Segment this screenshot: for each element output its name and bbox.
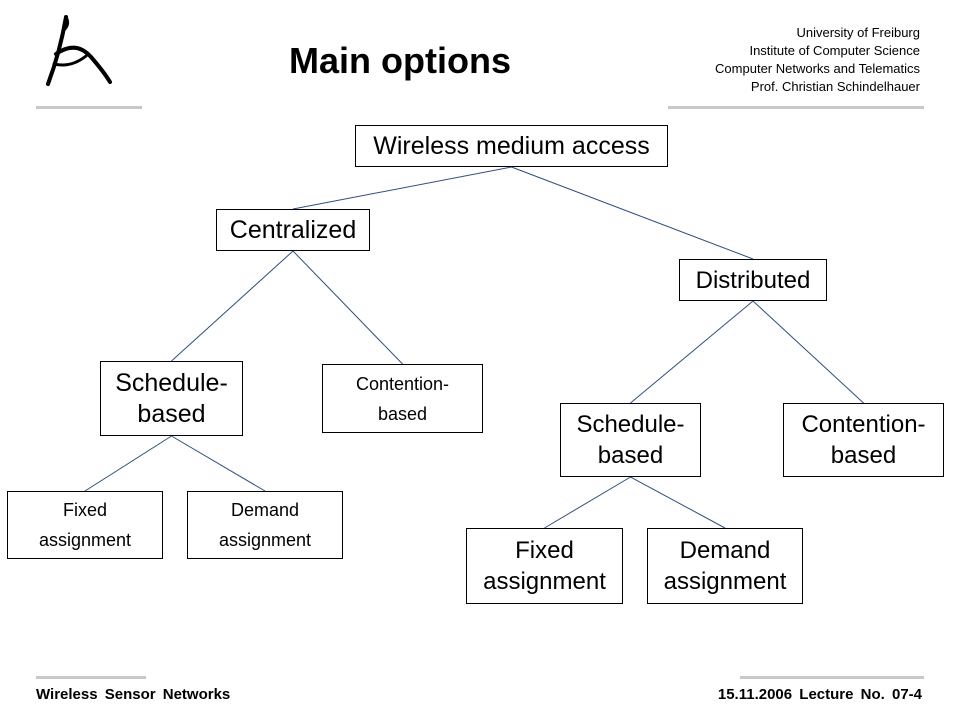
edge-d_schedule-to-d_fixed [544,476,631,529]
institution-line: University of Freiburg [796,25,920,40]
top-right-rule [668,106,924,109]
node-centralized-fixed-assignment: Fixed assignment [7,491,163,559]
edge-distributed-to-d_schedule [630,300,754,404]
edge-c_schedule-to-c_fixed [84,435,172,492]
node-centralized: Centralized [216,209,370,251]
node-centralized-contention-based: Contention- based [322,364,483,433]
top-left-rule [36,106,142,109]
node-distributed-fixed-assignment: Fixed assignment [466,528,623,604]
edge-root-to-centralized [292,166,512,210]
institution-info: University of Freiburg Institute of Comp… [715,24,920,96]
node-centralized-demand-assignment: Demand assignment [187,491,343,559]
node-wireless-medium-access: Wireless medium access [355,125,668,167]
edge-c_schedule-to-c_demand [171,435,266,492]
edge-root-to-distributed [511,166,754,260]
edge-centralized-to-c_schedule [171,250,294,362]
footer-lecture-info: 15.11.2006 Lecture No. 07-4 [717,686,922,703]
node-distributed: Distributed [679,259,827,301]
university-logo-icon [46,15,112,86]
bottom-right-rule [740,676,924,679]
institution-line: Institute of Computer Science [749,43,920,58]
edge-d_schedule-to-d_demand [630,476,726,529]
node-distributed-schedule-based: Schedule- based [560,403,701,477]
bottom-left-rule [36,676,146,679]
node-distributed-demand-assignment: Demand assignment [647,528,803,604]
institution-line: Computer Networks and Telematics [715,61,920,76]
node-centralized-schedule-based: Schedule- based [100,361,243,436]
institution-line: Prof. Christian Schindelhauer [750,79,920,94]
page-title: Main options [289,40,511,81]
edge-distributed-to-d_contention [752,300,864,404]
node-distributed-contention-based: Contention- based [783,403,944,477]
edge-centralized-to-c_contention [292,250,403,365]
footer-course-title: Wireless Sensor Networks [36,686,231,703]
